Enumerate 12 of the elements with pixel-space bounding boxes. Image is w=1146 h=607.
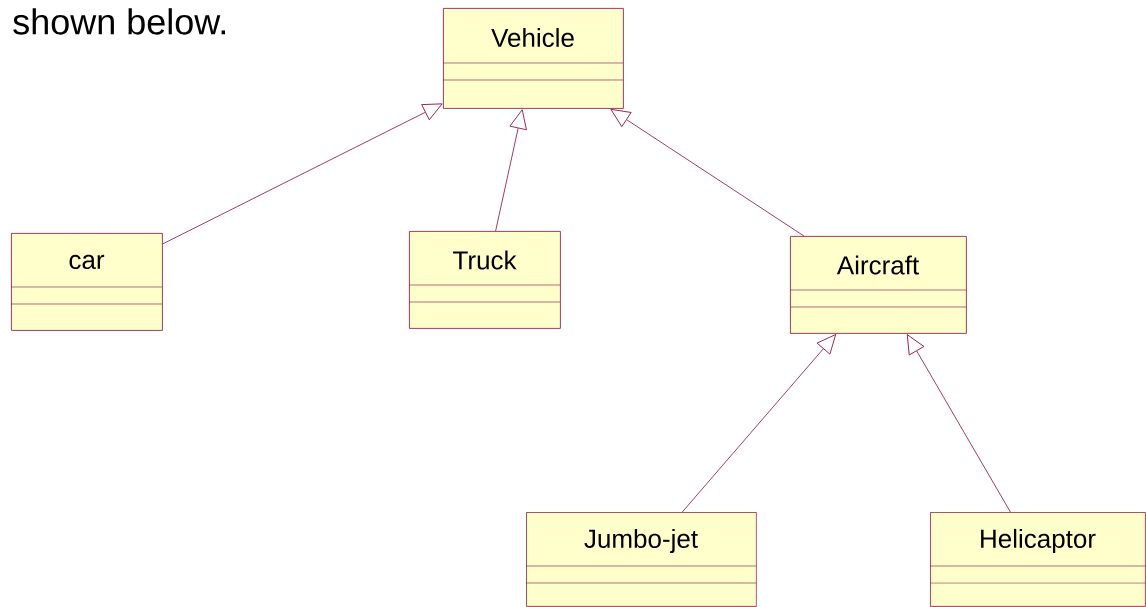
class-box: car	[10, 233, 163, 331]
class-box: Truck	[408, 231, 561, 329]
inheritance-arrow	[495, 109, 527, 232]
inheritance-arrow	[610, 108, 805, 237]
inheritance-arrow	[906, 334, 1011, 513]
class-box: Vehicle	[442, 8, 624, 109]
class-box: Jumbo-jet	[525, 512, 757, 607]
class-box: Helicaptor	[929, 512, 1146, 607]
inheritance-arrow	[162, 103, 443, 245]
heading-text: shown below.	[13, 8, 225, 35]
inheritance-arrow	[681, 334, 837, 513]
class-box: Aircraft	[789, 236, 967, 334]
